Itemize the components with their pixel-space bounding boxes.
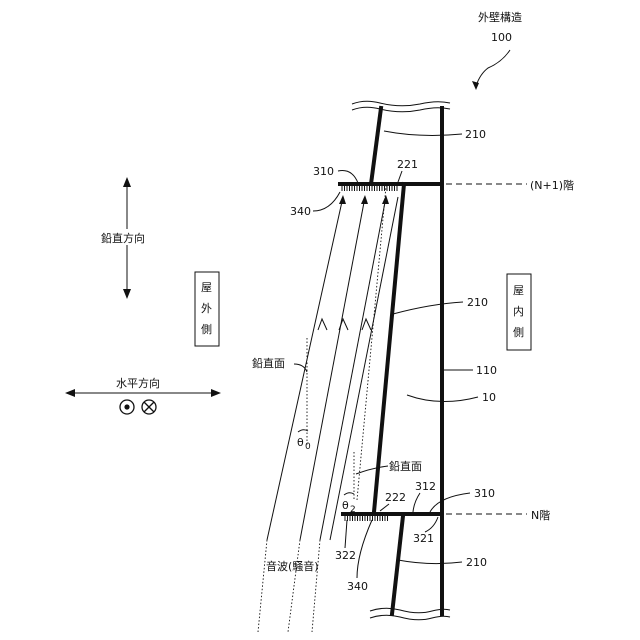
ref-210-bot: 210 [466,556,487,569]
interior-side-label: 屋 内 側 [513,284,524,339]
ref-310-top: 310 [313,165,334,178]
ref-110: 110 [476,364,497,377]
horizontal-direction-label: 水平方向 [116,376,160,390]
leader-322 [345,520,347,548]
leader-210-mid [393,302,463,314]
left-plane-leader [294,364,307,372]
leader-210-top [384,131,462,135]
lower-absorber-340 [345,516,388,521]
arrow-left-icon [65,389,75,397]
title-leader [476,50,510,86]
upper-floor-label: (N+1)階 [530,178,574,192]
ray-chevron-3-icon [362,319,371,330]
sound-wave-label: 音波(騒音) [266,559,319,573]
ref-221: 221 [397,158,418,171]
leader-312 [413,493,420,512]
lower-wall-210 [392,516,403,614]
arrow-up-icon [123,177,131,187]
top-break-line-2 [352,107,450,112]
leader-321 [425,517,438,532]
vertical-direction-label: 鉛直方向 [101,231,145,245]
ref-10: 10 [482,391,496,404]
diagram-title: 外壁構造 [478,10,522,24]
leader-210-bot [398,560,462,564]
title-leader-arrow-icon [472,81,479,90]
leader-310-top [338,171,358,184]
svg-text:外: 外 [201,302,212,315]
wall-parallel-reference [357,186,386,500]
arrow-down-icon [123,289,131,299]
ray-3-head-icon [382,195,389,204]
leader-340-top [313,192,340,211]
ref-210-top: 210 [465,128,486,141]
ray-chevron-1-icon [318,319,327,330]
leader-340-bot [357,520,372,578]
title-reference: 100 [491,31,512,44]
theta0-symbol: θ [297,436,304,449]
svg-text:屋: 屋 [201,281,212,294]
ray-2-head-icon [361,195,368,204]
out-of-plane-dot-icon [120,400,134,414]
into-plane-cross-icon [142,400,156,414]
leader-222 [380,504,389,511]
bottom-break-line-2 [370,615,450,620]
ref-322: 322 [335,549,356,562]
sound-ray-2 [300,197,365,540]
right-plane-leader [356,466,388,474]
theta2-subscript: 2 [350,505,356,515]
lower-floor-label: N階 [531,508,550,522]
theta2-symbol: θ [342,499,349,512]
leader-310-bot [430,493,470,512]
ref-312: 312 [415,480,436,493]
ref-310-bot: 310 [474,487,495,500]
sound-ray-2-tail [288,540,300,632]
bottom-break-line-1 [370,608,450,613]
exterior-side-label: 屋 外 側 [201,281,212,336]
ref-222: 222 [385,491,406,504]
left-vertical-plane-label: 鉛直面 [252,356,285,370]
sound-ray-1-tail [258,540,267,632]
sound-ray-3-tail [312,540,320,632]
svg-text:側: 側 [513,326,524,339]
upper-absorber-340 [342,186,397,191]
arrow-right-icon [211,389,221,397]
ref-340-bot: 340 [347,580,368,593]
theta0-subscript: 0 [305,442,311,452]
svg-text:側: 側 [201,323,212,336]
right-vertical-plane-label: 鉛直面 [389,459,422,473]
ref-340-top: 340 [290,205,311,218]
top-break-line-1 [352,101,450,106]
ref-210-mid: 210 [467,296,488,309]
svg-text:屋: 屋 [513,284,524,297]
ray-1-head-icon [339,195,346,204]
upper-wall-210 [371,108,381,184]
leader-221 [398,171,402,182]
theta2-arc [344,493,354,495]
ref-321: 321 [413,532,434,545]
theta0-arc [298,430,308,432]
svg-text:内: 内 [513,304,524,318]
